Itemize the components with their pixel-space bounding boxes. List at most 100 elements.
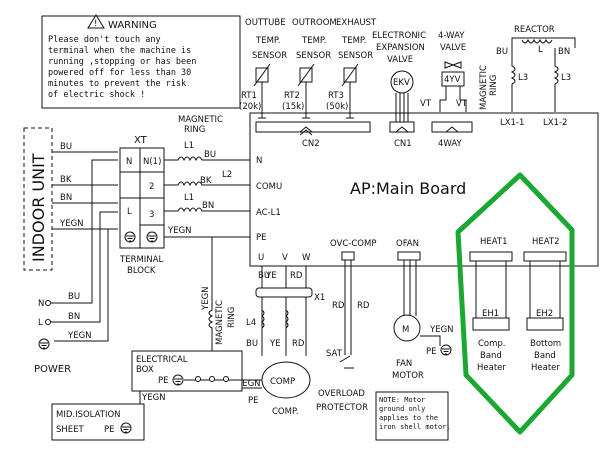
ground-icon-mid-isolation	[120, 422, 132, 434]
wire-bu-power: BU	[68, 292, 80, 302]
wire-bn-reactor: BN	[558, 47, 570, 57]
board-terminal-pe: PE	[256, 233, 267, 243]
ground-icon-fan	[440, 344, 452, 356]
overload-label-1: OVERLOAD	[318, 389, 365, 399]
mid-isolation-sheet: MID.ISOLATION SHEET PE	[51, 403, 145, 441]
mid-isolation-2: SHEET	[56, 425, 85, 435]
rt3-label: RT3	[328, 91, 344, 101]
bottom-heater-1: Bottom	[530, 339, 561, 349]
magnetic-ring-label-1: MAGNETIC	[178, 115, 223, 125]
ekv-icon	[390, 70, 414, 94]
reactor-l3-b: L3	[561, 73, 571, 83]
warning-icon: !	[87, 14, 105, 29]
sensor-outtube-1: OUTTUBE	[245, 18, 286, 28]
note-line-2: ground only	[379, 405, 425, 413]
fan-motor-icon	[393, 314, 421, 342]
pe-mid-isolation: PE	[104, 425, 115, 435]
x1-label: X1	[314, 293, 325, 303]
eh2-element	[526, 317, 564, 331]
wire-bk-indoor: BK	[60, 175, 72, 185]
heat2-label: HEAT2	[532, 237, 560, 247]
eh1-element	[472, 317, 510, 331]
indoor-wires: BU BK BN YEGN	[52, 142, 118, 230]
note-line-4: iron shell motor.	[379, 423, 451, 431]
board-terminal-n: N	[256, 156, 262, 166]
valve-icon	[444, 61, 462, 69]
wire-yegn-vertical: YEGN	[201, 286, 211, 311]
heaters: HEAT1 HEAT2 EH1 EH2 Comp. Band Heater Bo…	[469, 237, 567, 373]
sensor-exhaust-3: SENSOR	[338, 51, 373, 61]
thermistor-icon-rt3	[341, 63, 359, 119]
highlight-outline	[455, 172, 575, 435]
ground-icon-xt-1	[124, 231, 136, 243]
reactor-label: REACTOR	[514, 25, 555, 35]
sensor-exhaust-2: TEMP.	[341, 36, 366, 46]
sensor-outtube-3: SENSOR	[252, 51, 287, 61]
sensor-outroom-3: SENSOR	[296, 51, 331, 61]
terminal-2: 2	[149, 182, 154, 192]
ekv-label-2: EXPANSION	[376, 43, 425, 53]
wire-ye-comp-lower: YE	[269, 339, 281, 349]
expansion-valve: ELECTRONIC EXPANSION VALVE EKV CN1	[372, 31, 426, 149]
note-line-1: NOTE: Motor	[379, 396, 425, 404]
wire-yegn-indoor: YEGN	[59, 219, 84, 229]
power-label: POWER	[34, 364, 71, 375]
wire-yegn-xt: YEGN	[167, 226, 192, 236]
connector-4way: 4WAY	[438, 139, 463, 149]
board-terminal-acl1: AC-L1	[256, 208, 281, 218]
magnetic-ring-middle: MAGNETIC RING YEGN	[201, 237, 237, 356]
choke-l1-b: L1	[184, 193, 194, 203]
indoor-unit: INDOOR UNIT	[23, 127, 53, 271]
rt2-value: (15k)	[282, 102, 304, 112]
choke-l4: L4	[246, 318, 256, 328]
magnetic-ring-right-2: RING	[489, 75, 499, 96]
warning-line-5: minutes to prevent the risk	[48, 79, 186, 89]
wire-bu-reactor: BU	[496, 47, 508, 57]
connector-cn2: CN2	[302, 139, 320, 149]
ovc-comp-label: OVC-COMP	[330, 239, 376, 249]
rt2-label: RT2	[284, 91, 300, 101]
ground-icon-xt-2	[146, 231, 158, 243]
pe-fan: PE	[426, 347, 437, 357]
connector-lx12: LX1-2	[543, 118, 567, 128]
reactor-l3-a: L3	[518, 73, 528, 83]
connector-lx11: LX1-1	[500, 118, 524, 128]
rt1-value: (20k)	[239, 102, 261, 112]
terminal-l: L	[127, 207, 132, 217]
magnetic-ring-label-2: RING	[184, 125, 205, 135]
reactor-l: L	[538, 45, 543, 55]
power-section: N L BU BN YEGN POWER	[34, 159, 118, 375]
terminal-block-label-2: BLOCK	[127, 266, 156, 276]
valve4-label-1: 4-WAY	[438, 31, 465, 41]
svg-text:!: !	[94, 19, 97, 29]
pe-comp: PE	[248, 396, 259, 406]
rt3-value: (50k)	[326, 102, 348, 112]
wire-bn-power: BN	[68, 312, 80, 322]
magnetic-ring-mid-1: MAGNETIC	[215, 300, 225, 345]
elec-box-label-2: BOX	[136, 365, 154, 375]
wire-bu-comp: BU	[258, 271, 270, 281]
mid-isolation-1: MID.ISOLATION	[56, 410, 121, 420]
power-l: L	[38, 318, 43, 328]
choke-l1-a: L1	[184, 141, 194, 151]
wire-u: U	[258, 253, 264, 263]
terminal-3: 3	[149, 210, 154, 220]
comp-heater-3: Heater	[477, 363, 506, 373]
comp-heater-1: Comp.	[478, 339, 506, 349]
connector-cn1: CN1	[394, 139, 412, 149]
ofan-label: OFAN	[396, 239, 419, 249]
wire-bu-ring: BU	[204, 150, 216, 160]
eh1-label: EH1	[482, 309, 499, 319]
ekv-label-1: ELECTRONIC	[372, 31, 426, 41]
fan-motor-label-2: MOTOR	[392, 371, 424, 381]
overload-label-2: PROTECTOR	[316, 403, 368, 413]
power-n: N	[38, 299, 44, 309]
wire-bn-ring: BN	[202, 201, 214, 211]
bottom-heater-3: Heater	[531, 363, 560, 373]
sensor-exhaust-1: EXHAUST	[336, 18, 377, 28]
rt1-label: RT1	[241, 91, 257, 101]
terminal-n: N	[126, 157, 132, 167]
wire-bu-comp-lower: BU	[246, 339, 258, 349]
indoor-unit-label: INDOOR UNIT	[29, 153, 48, 262]
wire-rd-comp-lower: RD	[292, 339, 305, 349]
